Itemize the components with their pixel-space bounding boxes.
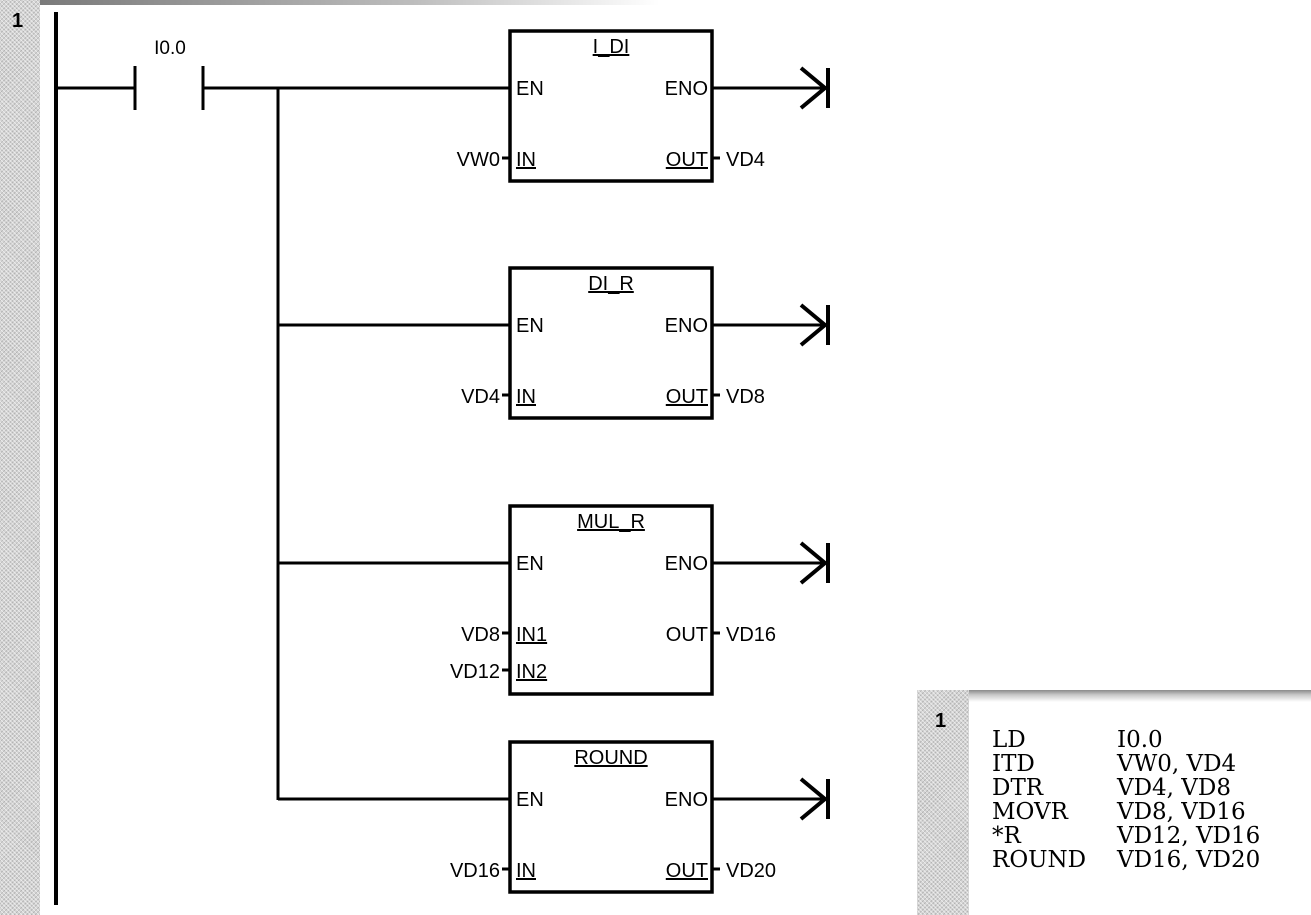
contact-label: I0.0 — [154, 38, 186, 59]
pin-out: OUT — [666, 149, 708, 171]
stl-network-gutter[interactable] — [917, 690, 969, 915]
stl-header-bar — [969, 690, 1311, 702]
output-arrow — [799, 303, 829, 347]
box-frame — [508, 29, 714, 183]
stl-opcode: DTR — [992, 775, 1044, 801]
box-title: MUL_R — [577, 511, 645, 533]
box-title: I_DI — [593, 36, 630, 58]
pin-en: EN — [516, 789, 544, 811]
stl-line[interactable]: ROUND VD16, VD20 — [992, 848, 1260, 872]
pin-en: EN — [516, 78, 544, 100]
box-frame — [508, 504, 714, 696]
stl-opcode: ROUND — [992, 847, 1087, 873]
pin-in: IN — [516, 860, 536, 882]
ladder-network-number: 1 — [12, 10, 24, 32]
operand-in: VW0 — [457, 149, 500, 171]
instruction-box-i-di[interactable]: I_DI EN ENO IN VW0 OUT VD4 — [278, 29, 830, 183]
stl-line[interactable]: DTR VD4, VD8 — [992, 776, 1260, 800]
stl-operands: VD12, VD16 — [1117, 823, 1261, 849]
stl-opcode: LD — [992, 727, 1026, 753]
ladder-network-gutter[interactable] — [0, 0, 40, 915]
operand-in: VD16 — [450, 860, 500, 882]
instruction-box-round[interactable]: ROUND EN ENO IN VD16 OUT VD20 — [278, 740, 830, 894]
box-frame — [508, 266, 714, 420]
pin-out: OUT — [666, 860, 708, 882]
stl-operands: VD8, VD16 — [1117, 799, 1246, 825]
pin-in1: IN1 — [516, 624, 547, 646]
stl-line[interactable]: LD I0.0 — [992, 728, 1260, 752]
pin-eno: ENO — [665, 78, 708, 100]
pin-in: IN — [516, 386, 536, 408]
stl-line[interactable]: *R VD12, VD16 — [992, 824, 1260, 848]
pin-eno: ENO — [665, 315, 708, 337]
stl-network-number: 1 — [935, 710, 947, 732]
output-arrow — [799, 66, 829, 110]
operand-out: VD20 — [726, 860, 776, 882]
stl-operands: VD4, VD8 — [1117, 775, 1231, 801]
operand-in1: VD8 — [461, 624, 500, 646]
pin-in2: IN2 — [516, 661, 547, 683]
pin-en: EN — [516, 315, 544, 337]
stl-operands: VD16, VD20 — [1117, 847, 1261, 873]
pin-eno: ENO — [665, 789, 708, 811]
operand-in2: VD12 — [450, 661, 500, 683]
operand-out: VD16 — [726, 624, 776, 646]
contact-I0.0[interactable] — [133, 66, 205, 110]
stl-operands: I0.0 — [1117, 727, 1163, 753]
operand-out: VD4 — [726, 149, 765, 171]
stl-opcode: ITD — [992, 751, 1035, 777]
operand-out: VD8 — [726, 386, 765, 408]
stl-opcode: MOVR — [992, 799, 1068, 825]
instruction-box-di-r[interactable]: DI_R EN ENO IN VD4 OUT VD8 — [278, 266, 830, 420]
output-arrow — [799, 777, 829, 821]
stl-operands: VW0, VD4 — [1117, 751, 1237, 777]
operand-in: VD4 — [461, 386, 500, 408]
pin-eno: ENO — [665, 553, 708, 575]
box-title: ROUND — [574, 747, 647, 769]
box-frame — [508, 740, 714, 894]
stl-opcode: *R — [992, 823, 1021, 849]
pin-in: IN — [516, 149, 536, 171]
pin-en: EN — [516, 553, 544, 575]
pin-out: OUT — [666, 386, 708, 408]
box-title: DI_R — [588, 273, 634, 295]
pin-out: OUT — [666, 624, 708, 646]
output-arrow — [799, 541, 829, 585]
stl-line[interactable]: MOVR VD8, VD16 — [992, 800, 1260, 824]
network-header-bar — [40, 0, 660, 5]
stl-line[interactable]: ITD VW0, VD4 — [992, 752, 1260, 776]
